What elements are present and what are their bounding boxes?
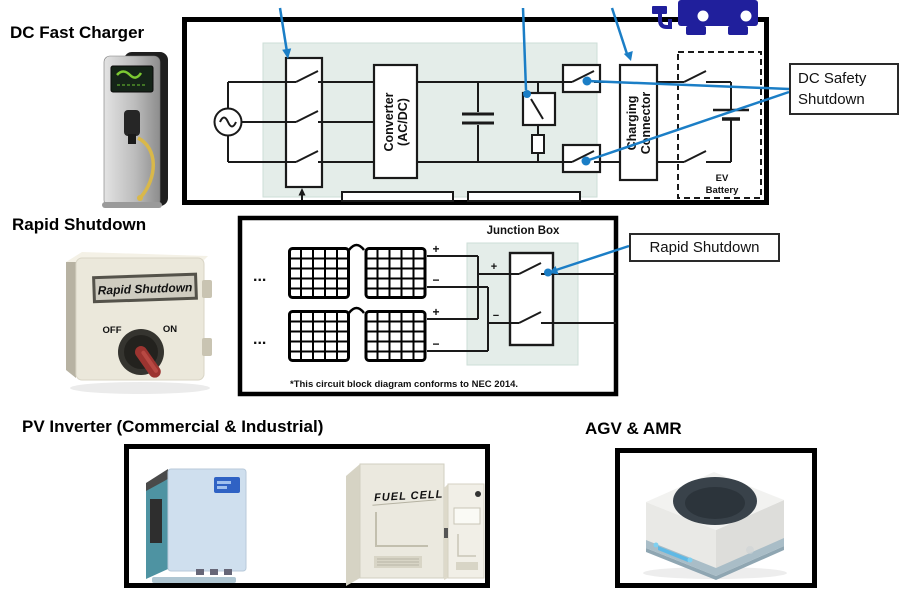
- annotation-dot: [544, 268, 552, 277]
- precharge-resistor: [531, 134, 545, 154]
- agv-robot-photo: [643, 472, 787, 580]
- svg-text:Connector: Connector: [639, 92, 653, 155]
- svg-text:Charging: Charging: [625, 96, 639, 151]
- pv-inverter-photo: [146, 468, 247, 583]
- dc-safety-annotations: [278, 7, 790, 166]
- device-nameplate: Rapid Shutdown: [92, 272, 198, 304]
- svg-text:Battery: Battery: [706, 185, 739, 196]
- converter-label: Converter (AC/DC): [382, 92, 410, 151]
- rapid-shutdown-title: Rapid Shutdown: [12, 215, 147, 234]
- svg-text:+: +: [432, 242, 439, 256]
- dc-safety-shutdown-line2: Shutdown: [798, 91, 865, 108]
- charging-connector-label: Charging Connector: [625, 92, 653, 155]
- off-label: OFF: [103, 325, 122, 336]
- svg-text:+: +: [432, 305, 439, 319]
- svg-text:Converter: Converter: [382, 92, 396, 151]
- dc-charger-photo: [102, 52, 168, 208]
- dc-fast-charger-title: DC Fast Charger: [10, 23, 145, 42]
- svg-text:Rapid Shutdown: Rapid Shutdown: [97, 280, 192, 297]
- junction-minus-label: −: [493, 310, 499, 322]
- nec-footnote: *This circuit block diagram conforms to …: [290, 379, 518, 390]
- junction-relay-box: [508, 251, 555, 347]
- svg-text:−: −: [432, 337, 439, 351]
- dc-charger-circuit-diagram: Converter (AC/DC) Charging Connector EV …: [182, 0, 790, 205]
- rapid-shutdown-callout: Rapid Shutdown: [629, 233, 780, 262]
- agv-amr-title: AGV & AMR: [585, 419, 682, 438]
- charger-cable: [137, 136, 155, 200]
- junction-wiring: [427, 251, 616, 352]
- control-board-slot-1: [341, 191, 454, 202]
- dc-safety-shutdown-callout: DC Safety Shutdown: [789, 63, 899, 115]
- annotation-arrow: [623, 51, 633, 61]
- agv-lidar-turret: [673, 477, 757, 525]
- inverter-display: [214, 477, 240, 493]
- rotary-switch-knob: [118, 329, 164, 378]
- ev-battery-label: EV Battery: [706, 173, 739, 196]
- svg-text:...: ...: [253, 268, 266, 285]
- precharge-relay: [521, 82, 557, 162]
- ac-source-symbol: [213, 82, 243, 162]
- ev-battery-box: [677, 51, 762, 199]
- charger-screen: [110, 65, 154, 93]
- dc-link-capacitor: [462, 82, 494, 162]
- fuel-cell-label: FUEL CELL: [374, 489, 444, 505]
- svg-text:...: ...: [253, 331, 266, 348]
- input-relay-box: [284, 56, 324, 200]
- rapid-shutdown-switch-photo: Rapid Shutdown OFF ON: [66, 252, 212, 394]
- rapid-shutdown-annotation: [544, 244, 630, 277]
- svg-text:−: −: [432, 273, 439, 287]
- circuit-wires: [213, 51, 762, 202]
- junction-box-label: Junction Box: [487, 225, 560, 237]
- converter-box: [372, 63, 419, 180]
- control-board-slot-2: [467, 191, 581, 202]
- annotation-dot: [523, 90, 531, 98]
- on-label: ON: [163, 324, 177, 335]
- pv-string-2: ... + −: [253, 305, 440, 362]
- svg-text:(AC/DC): (AC/DC): [396, 98, 410, 146]
- output-relay-top: [561, 63, 602, 94]
- annotation-arrow: [282, 48, 292, 59]
- charger-connector: [124, 110, 140, 136]
- ev-car-icon: [652, 0, 758, 35]
- pv-string-1: ... + −: [253, 242, 440, 299]
- dc-safety-shutdown-line1: DC Safety: [798, 70, 867, 87]
- junction-plus-label: +: [491, 261, 497, 273]
- fuel-cell-photo: FUEL CELL: [346, 463, 485, 586]
- svg-text:EV: EV: [716, 173, 729, 184]
- pv-inverter-title: PV Inverter (Commercial & Industrial): [22, 417, 324, 436]
- rapid-shutdown-circuit-diagram: Junction Box ... + − ... + −: [237, 215, 630, 397]
